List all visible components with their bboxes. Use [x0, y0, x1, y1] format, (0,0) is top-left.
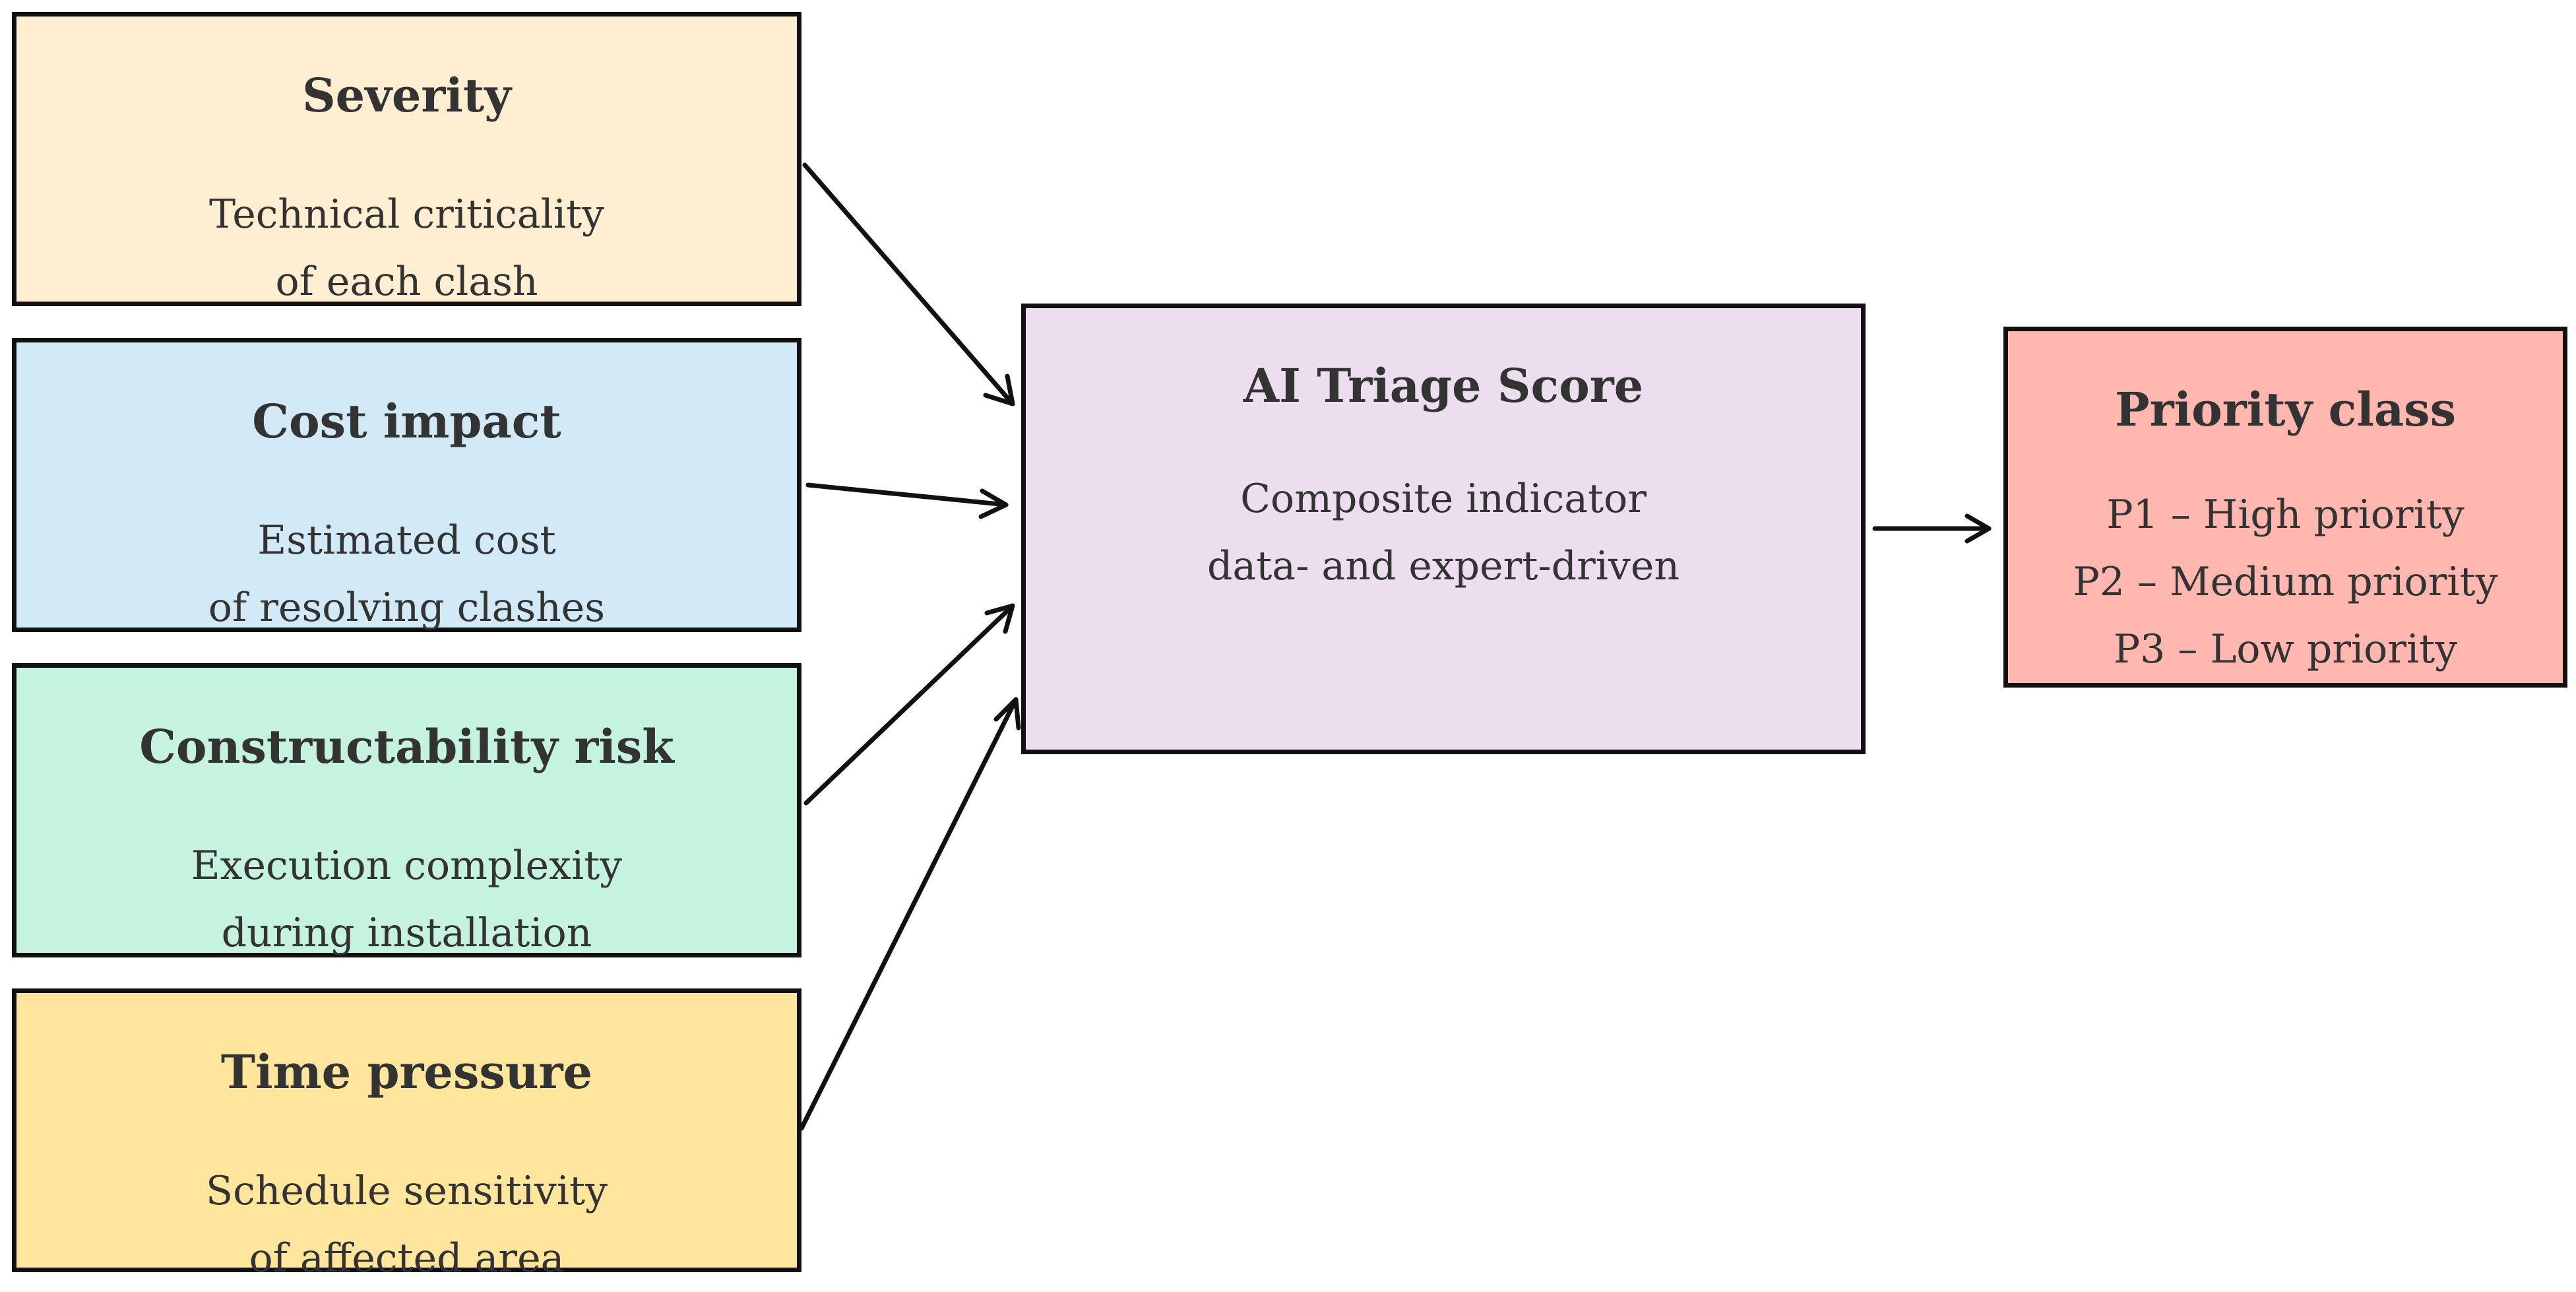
severity-box: Severity Technical criticality of each c… [12, 12, 801, 306]
constructability-risk-description: Execution complexity during installation [16, 832, 797, 967]
time-pressure-box: Time pressure Schedule sensitivity of af… [12, 988, 801, 1281]
cost-impact-box: Cost impact Estimated cost of resolving … [12, 338, 801, 632]
cost-impact-line-2: of resolving clashes [208, 585, 606, 631]
ai-triage-score-title: AI Triage Score [1243, 358, 1644, 413]
constructability-risk-title: Constructability risk [139, 719, 674, 774]
priority-class-list: P1 – High priority P2 – Medium priority … [2008, 481, 2563, 683]
priority-p3: P3 – Low priority [2113, 626, 2458, 672]
severity-line-1: Technical criticality [208, 191, 605, 238]
cost-impact-title: Cost impact [252, 394, 561, 449]
ai-triage-score-description: Composite indicator data- and expert-dri… [1026, 465, 1861, 600]
constructability-risk-box: Constructability risk Execution complexi… [12, 663, 801, 957]
severity-title: Severity [302, 68, 511, 123]
ai-triage-score-line-2: data- and expert-driven [1207, 543, 1680, 589]
priority-class-box: Priority class P1 – High priority P2 – M… [2003, 327, 2567, 688]
severity-description: Technical criticality of each clash [16, 181, 797, 315]
arrow-cost-to-triage [805, 482, 1009, 519]
time-pressure-line-2: of affected area [249, 1235, 565, 1281]
constructability-risk-line-1: Execution complexity [191, 843, 623, 889]
cost-impact-description: Estimated cost of resolving clashes [16, 507, 797, 641]
cost-impact-line-1: Estimated cost [257, 517, 556, 564]
arrow-triage-to-priority [1872, 513, 1992, 544]
time-pressure-line-1: Schedule sensitivity [206, 1168, 608, 1214]
ai-triage-score-box: AI Triage Score Composite indicator data… [1021, 304, 1866, 754]
time-pressure-title: Time pressure [220, 1045, 593, 1099]
constructability-risk-line-2: during installation [221, 910, 592, 956]
arrow-severity-to-triage [802, 162, 1015, 406]
arrow-time-to-triage [799, 697, 1021, 1131]
priority-p1: P1 – High priority [2106, 492, 2465, 538]
ai-triage-score-line-1: Composite indicator [1240, 476, 1647, 522]
arrow-constructability-to-triage [803, 603, 1015, 806]
priority-class-title: Priority class [2114, 382, 2457, 437]
priority-p2: P2 – Medium priority [2073, 559, 2498, 605]
time-pressure-description: Schedule sensitivity of affected area [16, 1157, 797, 1292]
severity-line-2: of each clash [275, 259, 538, 305]
